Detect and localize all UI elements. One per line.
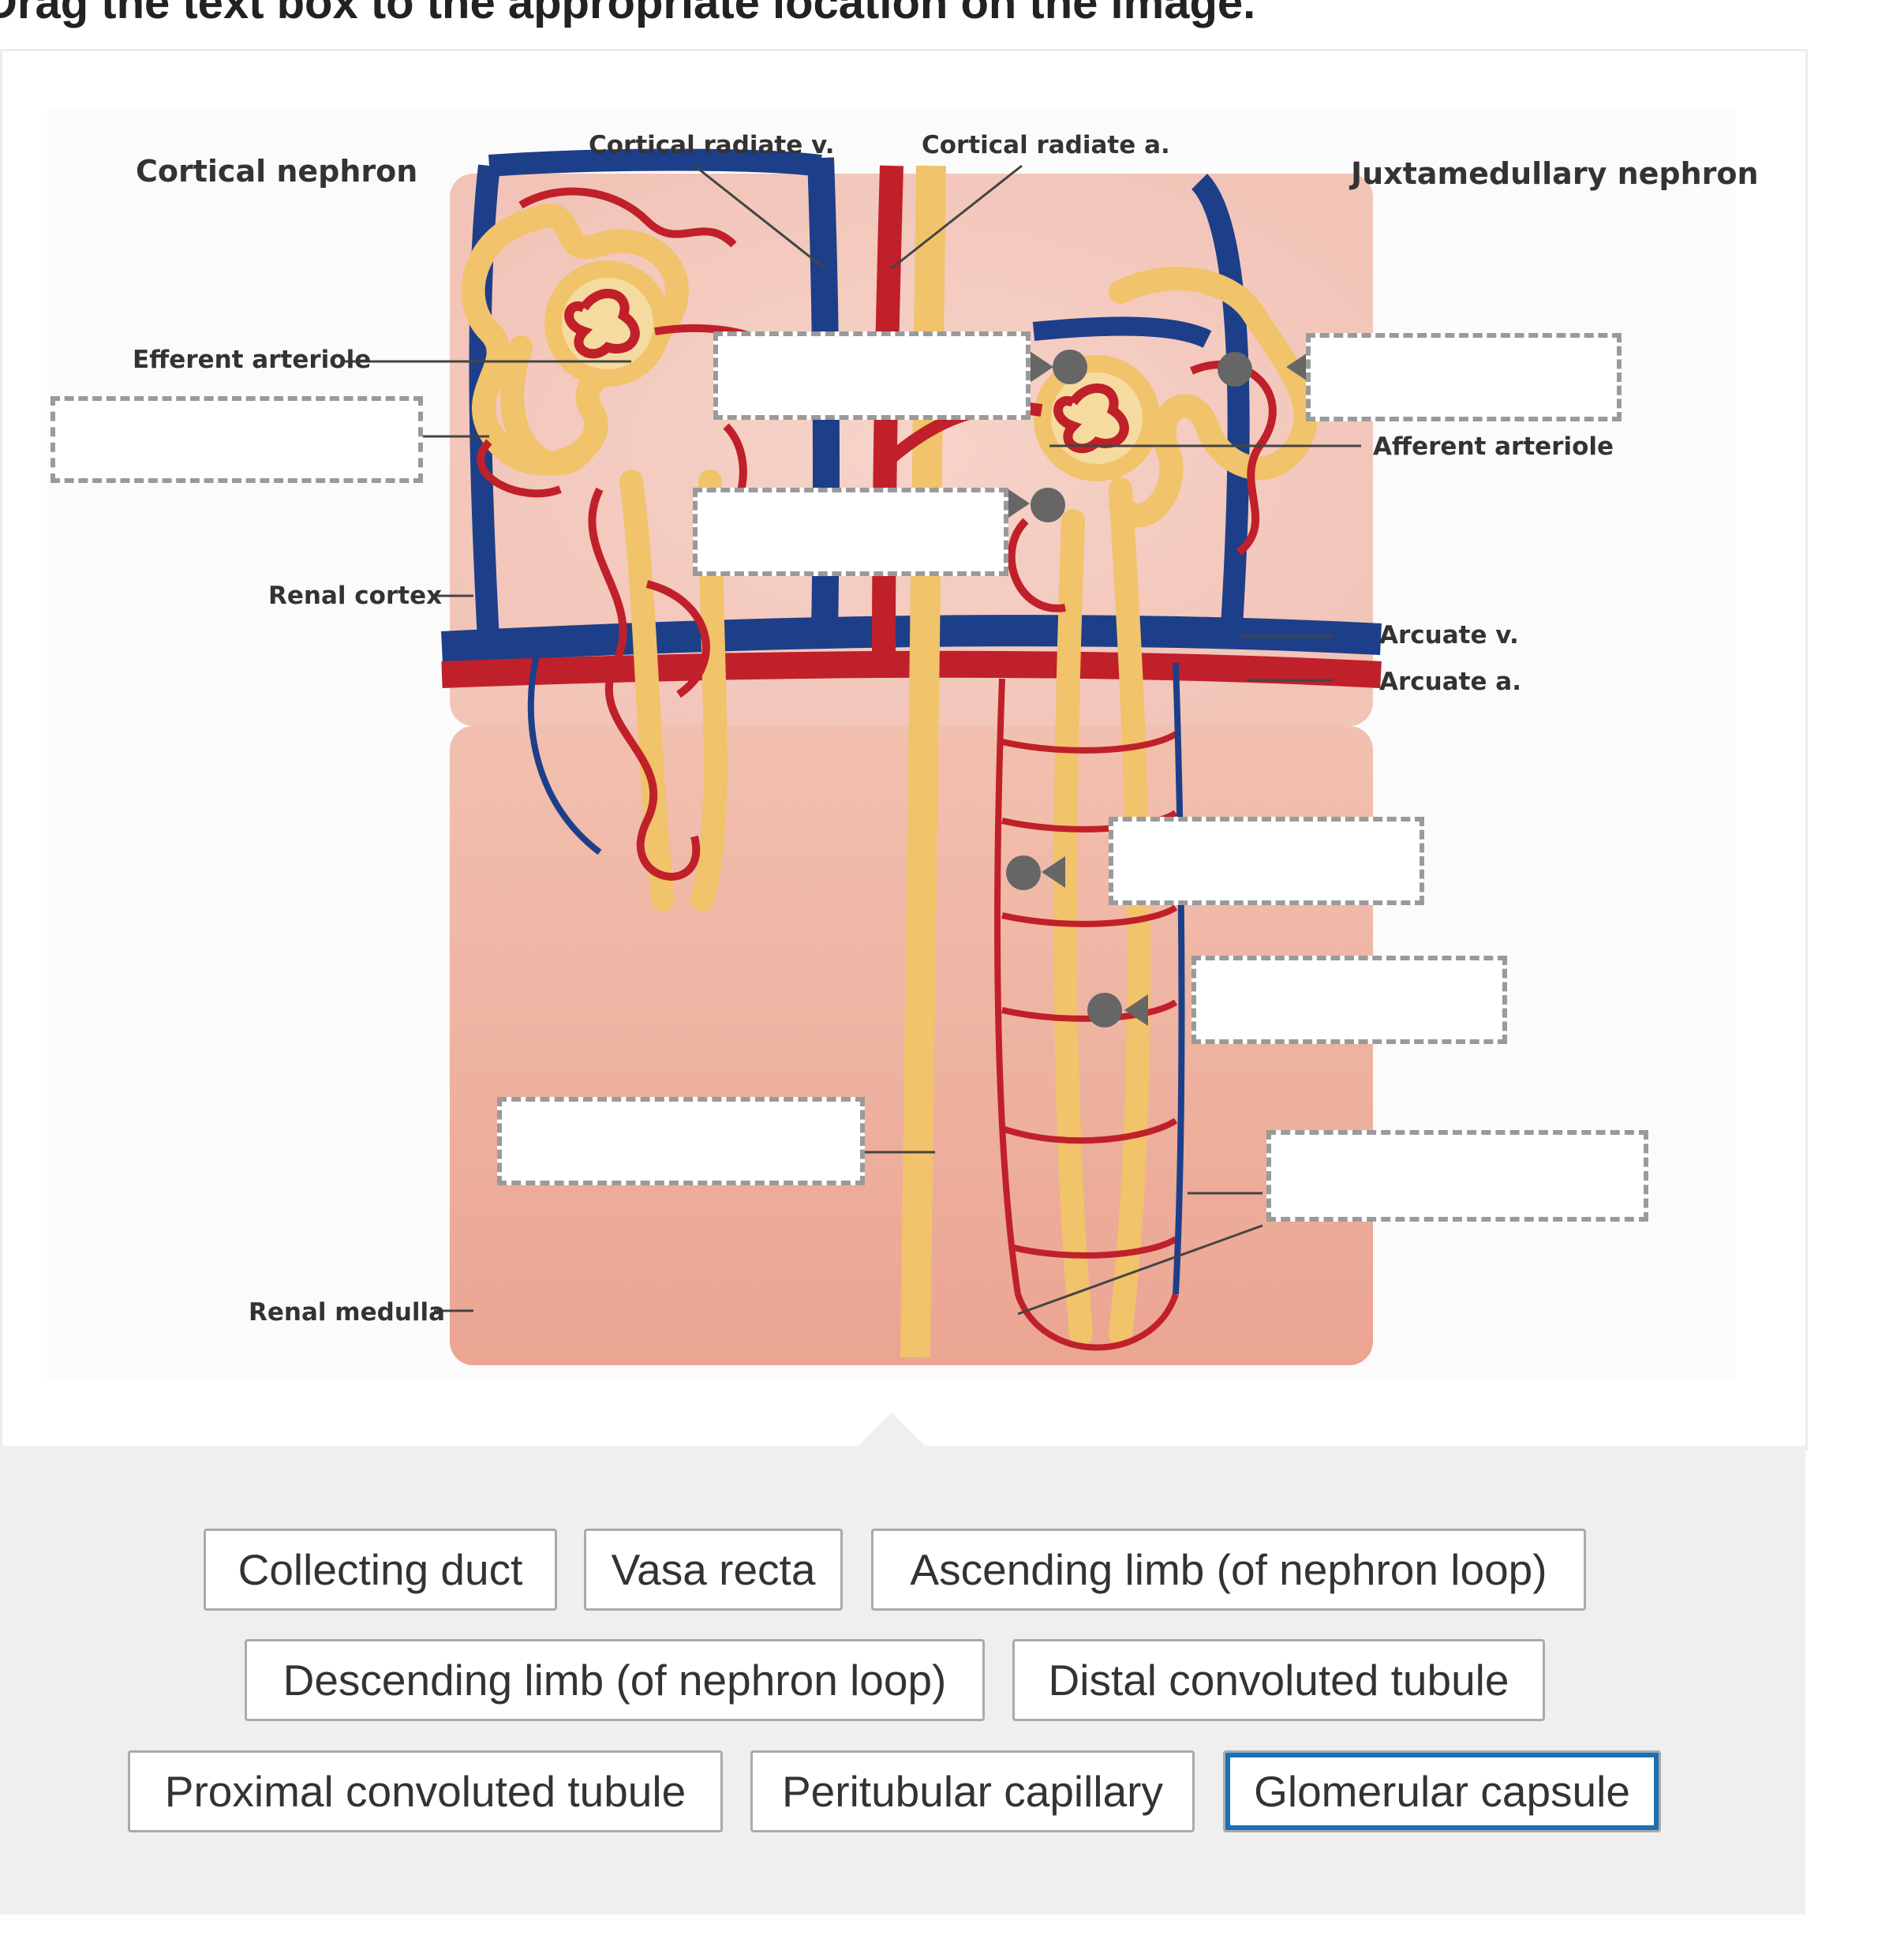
label-renal-medulla: Renal medulla (249, 1298, 446, 1327)
choice-descending-limb[interactable]: Descending limb (of nephron loop) (245, 1639, 985, 1721)
choice-proximal-convoluted-tubule[interactable]: Proximal convoluted tubule (128, 1750, 723, 1832)
choice-collecting-duct[interactable]: Collecting duct (204, 1529, 557, 1611)
label-arcuate-v: Arcuate v. (1379, 621, 1519, 649)
drop-zone-7[interactable] (497, 1097, 865, 1185)
nephron-diagram (47, 110, 1736, 1381)
label-juxtamedullary-nephron: Juxtamedullary nephron (1351, 156, 1759, 191)
label-cortical-nephron: Cortical nephron (136, 154, 418, 189)
drop-zone-3[interactable] (1306, 333, 1622, 421)
vasa-recta-vein (1173, 662, 1185, 1295)
choice-peritubular-capillary[interactable]: Peritubular capillary (750, 1750, 1195, 1832)
choice-distal-convoluted-tubule[interactable]: Distal convoluted tubule (1012, 1639, 1545, 1721)
instruction-text: Drag the text box to the appropriate loc… (0, 0, 1256, 28)
label-cortical-radiate-v: Cortical radiate v. (589, 131, 835, 159)
tray-notch (856, 1413, 927, 1448)
choice-ascending-limb[interactable]: Ascending limb (of nephron loop) (871, 1529, 1586, 1611)
label-cortical-radiate-a: Cortical radiate a. (922, 131, 1170, 159)
drop-zone-5[interactable] (1109, 817, 1424, 905)
label-renal-cortex: Renal cortex (268, 582, 443, 610)
drop-zone-4[interactable] (693, 488, 1008, 576)
vasa-recta (994, 678, 1179, 1351)
collecting-duct-path (900, 165, 946, 1358)
label-efferent-arteriole: Efferent arteriole (133, 346, 372, 374)
label-afferent-arteriole: Afferent arteriole (1373, 432, 1614, 461)
choice-glomerular-capsule[interactable]: Glomerular capsule (1223, 1750, 1661, 1832)
drop-zone-8[interactable] (1266, 1130, 1648, 1222)
drop-zone-2[interactable] (713, 331, 1031, 420)
choice-vasa-recta[interactable]: Vasa recta (584, 1529, 843, 1611)
label-arcuate-a: Arcuate a. (1379, 668, 1521, 696)
drop-zone-1[interactable] (50, 396, 423, 483)
cortical-peritubular-capillaries (477, 187, 760, 881)
drop-zone-6[interactable] (1191, 956, 1507, 1044)
